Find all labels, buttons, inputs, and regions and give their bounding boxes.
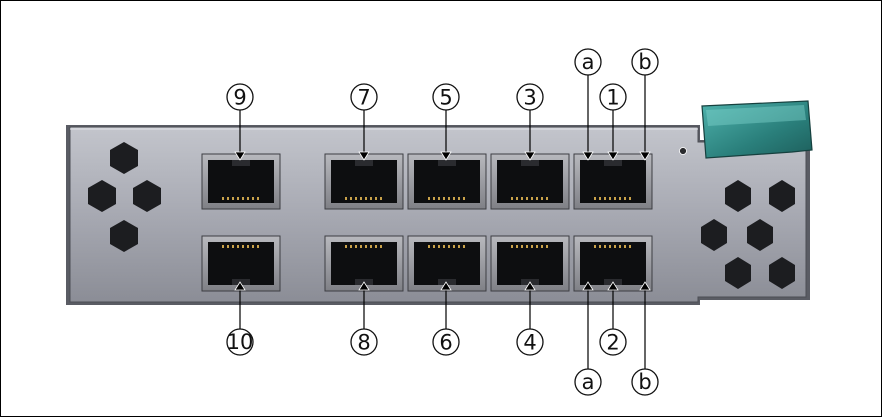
callout-1: 1	[599, 83, 627, 111]
callout-labels: 9 7 5 3 1 a b 10 8 6 4 2 a b	[226, 48, 659, 396]
hex-vent-icon	[110, 220, 138, 252]
callout-3-text: 3	[523, 86, 536, 110]
rj45-port-icon	[324, 153, 404, 210]
callout-4-text: 4	[523, 331, 536, 355]
callout-7-text: 7	[357, 86, 370, 110]
hex-vent-icon	[133, 180, 161, 212]
callout-2-text: 2	[606, 331, 619, 355]
callout-arrow-icon	[607, 281, 619, 329]
rj45-port-icon	[201, 153, 281, 210]
rj45-port-icon	[490, 153, 570, 210]
hex-vent-icon	[110, 142, 138, 174]
rj45-port-icon	[407, 153, 487, 210]
callout-arrows	[234, 75, 651, 369]
callout-2: 2	[599, 328, 627, 356]
callout-arrow-icon	[639, 75, 651, 161]
callout-arrow-icon	[358, 110, 370, 161]
callout-9-text: 9	[233, 86, 246, 110]
callout-b-top-text: b	[638, 50, 651, 74]
callout-arrow-icon	[358, 281, 370, 329]
callout-5: 5	[432, 83, 460, 111]
callout-b-top: b	[631, 48, 659, 76]
rj45-port-icon	[201, 235, 281, 292]
callout-1-text: 1	[606, 86, 619, 110]
hex-vent-icon	[725, 180, 751, 212]
callout-a-bottom-text: a	[582, 370, 595, 394]
port-grid	[201, 153, 653, 292]
callout-arrow-icon	[234, 110, 246, 161]
callout-arrow-icon	[582, 75, 594, 161]
callout-arrow-icon	[440, 110, 452, 161]
callout-5-text: 5	[439, 86, 452, 110]
callout-arrow-icon	[607, 110, 619, 161]
rj45-port-icon	[407, 235, 487, 292]
callout-arrow-icon	[440, 281, 452, 329]
callout-7: 7	[350, 83, 378, 111]
release-tab-icon	[701, 100, 813, 159]
hex-vent-icon	[769, 257, 795, 289]
hex-vent-icon	[769, 180, 795, 212]
left-vent-group	[88, 142, 161, 252]
callout-b-bottom-text: b	[638, 370, 651, 394]
callout-3: 3	[516, 83, 544, 111]
callout-arrow-icon	[582, 281, 594, 369]
callout-10-text: 10	[227, 330, 254, 354]
callout-a-top-text: a	[582, 50, 595, 74]
callout-4: 4	[516, 328, 544, 356]
led-icon	[679, 147, 687, 155]
callout-8: 8	[350, 328, 378, 356]
rj45-port-icon	[573, 153, 653, 210]
callout-b-bottom: b	[631, 368, 659, 396]
callout-arrow-icon	[524, 281, 536, 329]
callout-10: 10	[226, 328, 254, 356]
callout-6: 6	[432, 328, 460, 356]
hex-vent-icon	[725, 257, 751, 289]
rj45-port-icon	[490, 235, 570, 292]
hex-vent-icon	[701, 219, 727, 251]
callout-8-text: 8	[357, 331, 370, 355]
callout-arrow-icon	[524, 110, 536, 161]
right-vent-group	[701, 180, 795, 289]
hex-vent-icon	[88, 180, 116, 212]
hex-vent-icon	[747, 219, 773, 251]
callout-a-top: a	[574, 48, 602, 76]
callout-9: 9	[226, 83, 254, 111]
callout-6-text: 6	[439, 331, 452, 355]
callout-arrow-icon	[234, 281, 246, 329]
callout-a-bottom: a	[574, 368, 602, 396]
callout-arrow-icon	[639, 281, 651, 369]
